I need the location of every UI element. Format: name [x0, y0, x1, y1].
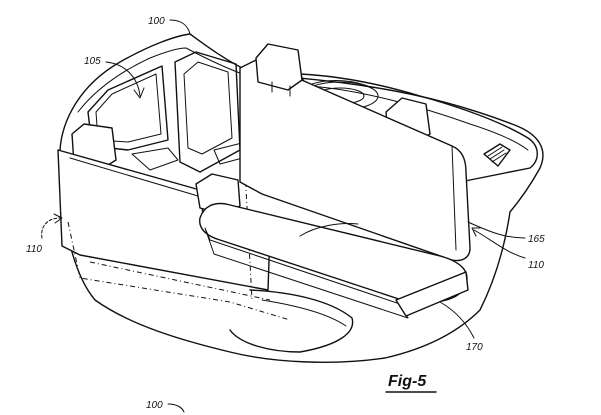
ref-105: 105	[84, 56, 101, 67]
arrow-105-icon	[133, 87, 145, 99]
hidden-outline-left	[67, 221, 291, 321]
ref-100-bottom: 100	[146, 400, 163, 411]
seat-back-side	[451, 145, 457, 251]
leader-100-bottom	[167, 403, 185, 413]
lower-cushion-seam	[261, 299, 347, 327]
bench-cushion-seam	[299, 223, 359, 237]
ref-110-right: 110	[528, 260, 544, 271]
leader-110-right	[473, 229, 526, 259]
left-seat-panel-edge	[69, 157, 199, 197]
arrow-110-left-icon	[53, 213, 63, 224]
door-window	[183, 61, 233, 155]
rear-console	[131, 147, 179, 171]
ref-100-top: 100	[148, 16, 165, 27]
leader-110-left	[41, 217, 61, 239]
instrument-cluster	[311, 80, 373, 89]
dashboard	[299, 73, 538, 183]
ref-165: 165	[528, 234, 545, 245]
dashboard-top	[309, 85, 529, 151]
figure-caption: Fig-5	[388, 373, 427, 390]
leader-100-top	[169, 19, 191, 35]
front-left-headrest	[195, 173, 241, 215]
lower-cushion	[229, 289, 354, 353]
arrow-110-right-icon	[471, 227, 481, 237]
vehicle-body-outline	[59, 33, 544, 363]
ref-110-left: 110	[26, 244, 42, 255]
ref-170: 170	[466, 342, 483, 353]
leader-165	[467, 221, 526, 239]
hidden-outline-vertical	[244, 169, 253, 301]
bench-base	[395, 271, 469, 317]
leader-105	[105, 61, 141, 97]
seat-back-headrest-post	[271, 81, 291, 97]
leader-170	[439, 301, 475, 339]
seat-back-headrest	[255, 43, 303, 91]
air-vent-icon	[483, 143, 511, 167]
roof-inner-line	[77, 47, 249, 113]
